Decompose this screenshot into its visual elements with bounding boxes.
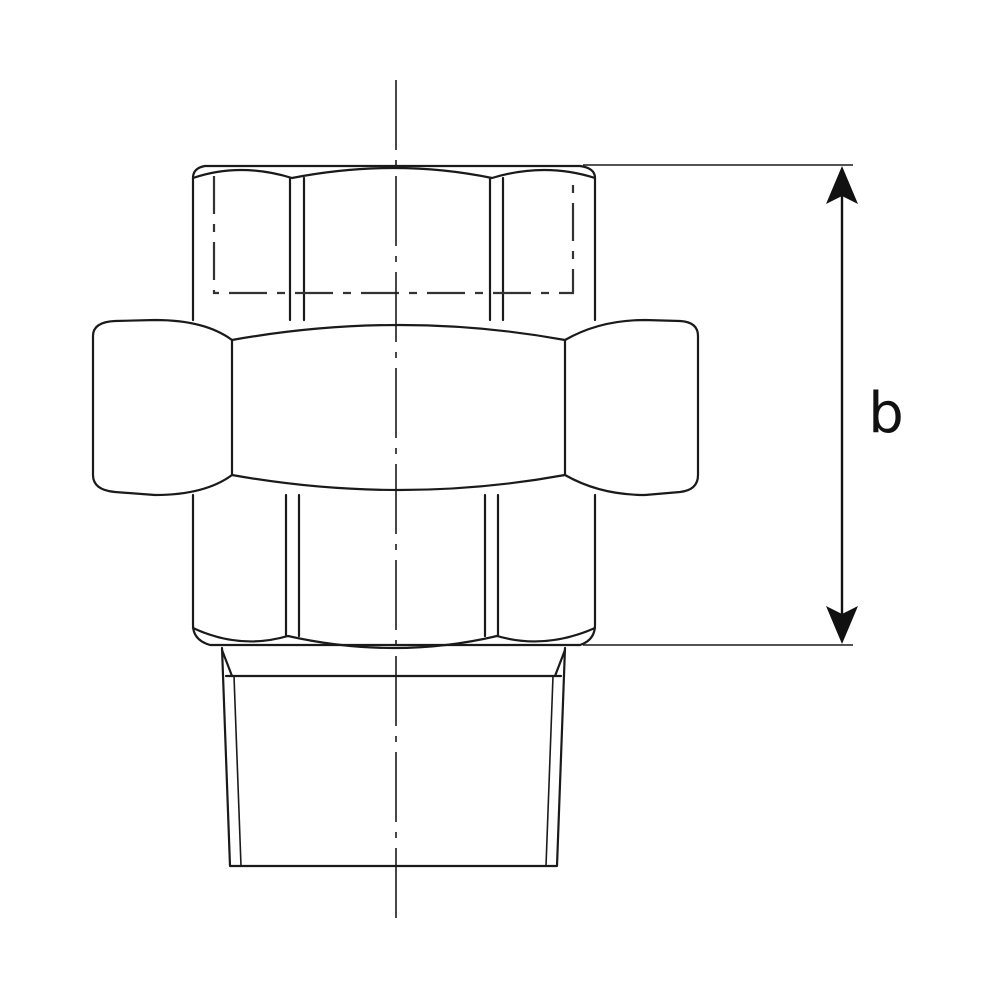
threaded-tail: [220, 646, 567, 868]
top-hex-top-arc: [191, 166, 597, 180]
top-hex-nut: [191, 164, 597, 322]
lower-hex-body: [191, 493, 597, 650]
tail-thread-line-right: [545, 675, 554, 867]
dimension-arrow-bottom: [826, 606, 858, 644]
lower-hex-bottom-arc: [191, 626, 597, 650]
tail-outline: [220, 646, 567, 868]
tail-thread-line-left: [233, 675, 242, 867]
dimension-b: b: [583, 164, 904, 646]
dimension-arrow-top: [826, 166, 858, 204]
tail-chamfer-right: [553, 648, 567, 678]
top-hidden-bore: [212, 176, 575, 295]
lower-hex-outline: [191, 493, 597, 647]
top-hex-outline: [191, 164, 597, 322]
tail-chamfer-left: [220, 648, 234, 678]
middle-hex-nut: [91, 318, 700, 497]
dimension-label-b: b: [868, 381, 904, 446]
